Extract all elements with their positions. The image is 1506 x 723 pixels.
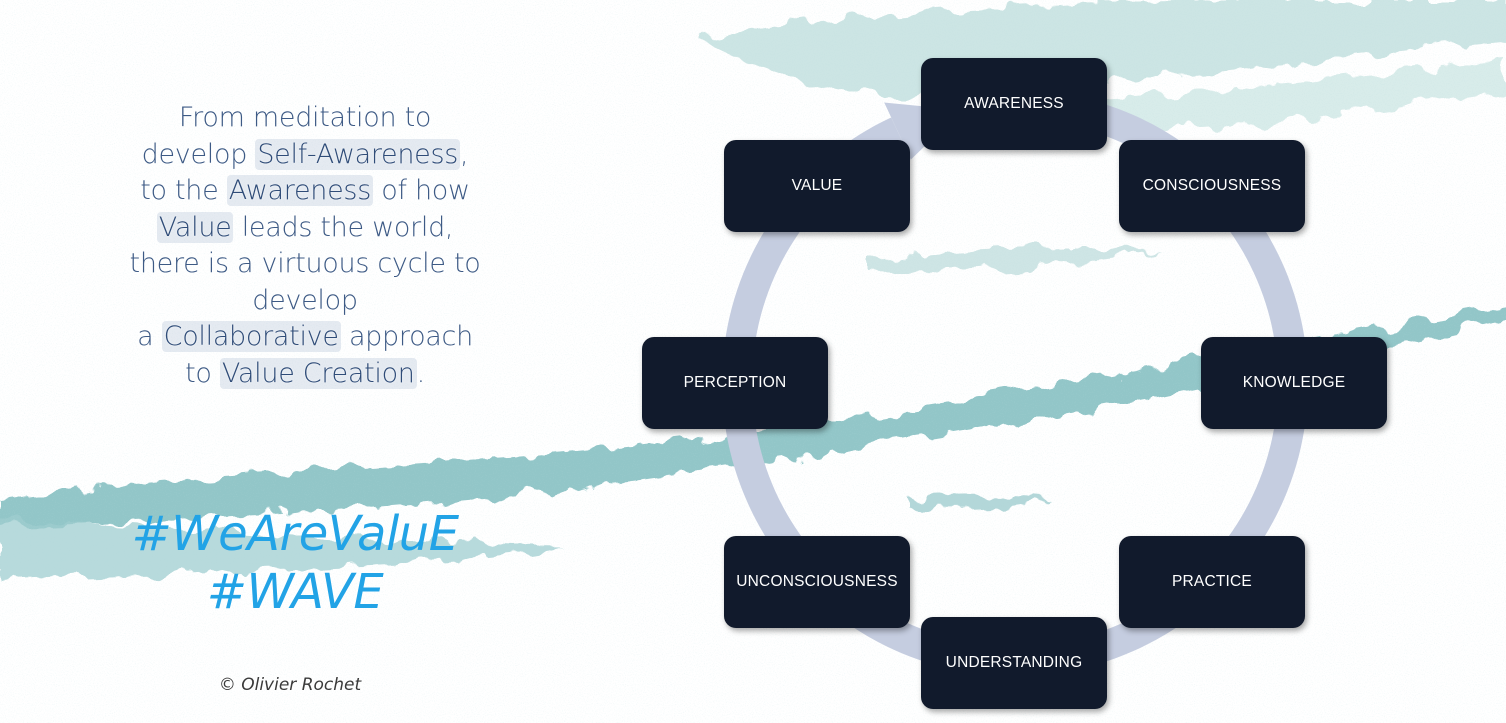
- intro-paragraph: From meditation to develop Self-Awarenes…: [95, 100, 515, 392]
- intro-line-5: there is a virtuous cycle to: [129, 248, 481, 279]
- highlight-value-creation: Value Creation: [219, 357, 417, 389]
- cycle-node-value: VALUE: [724, 140, 910, 232]
- cycle-node-awareness: AWARENESS: [921, 58, 1107, 150]
- intro-line-6: develop: [252, 284, 358, 316]
- hashtag-wave: #WAVE: [206, 564, 384, 620]
- cycle-node-understanding: UNDERSTANDING: [921, 617, 1107, 709]
- cycle-node-label: UNDERSTANDING: [945, 654, 1083, 671]
- cycle-node-consciousness: CONSCIOUSNESS: [1119, 140, 1305, 232]
- hashtag-wearevalue: #WeAreValuE: [131, 506, 459, 562]
- cycle-node-label: PERCEPTION: [683, 374, 787, 391]
- highlight-self-awareness: Self-Awareness: [255, 138, 461, 170]
- cycle-node-perception: PERCEPTION: [642, 337, 828, 429]
- copyright: © Olivier Rochet: [218, 675, 362, 695]
- intro-line-8: to Value Creation.: [185, 357, 425, 389]
- cycle-node-label: UNCONSCIOUSNESS: [736, 573, 898, 590]
- cycle-node-label: PRACTICE: [1172, 573, 1252, 590]
- cycle-node-unconsciousness: UNCONSCIOUSNESS: [724, 536, 910, 628]
- intro-line-7: a Collaborative approach: [137, 321, 473, 352]
- cycle-node-label: CONSCIOUSNESS: [1142, 177, 1282, 194]
- cycle-node-label: KNOWLEDGE: [1242, 374, 1346, 391]
- cycle-node-label: VALUE: [791, 177, 843, 194]
- intro-line-4: Value leads the world,: [156, 211, 454, 243]
- highlight-collaborative: Collaborative: [161, 321, 341, 352]
- cycle-node-label: AWARENESS: [964, 95, 1064, 112]
- hashtags: #WeAreValuE #WAVE: [95, 505, 495, 621]
- intro-line-1: From meditation to: [178, 102, 432, 133]
- intro-line-2: develop Self-Awareness,: [141, 138, 469, 170]
- cycle-node-knowledge: KNOWLEDGE: [1201, 337, 1387, 429]
- cycle-node-practice: PRACTICE: [1119, 536, 1305, 628]
- intro-line-3: to the Awareness of how: [140, 175, 470, 206]
- highlight-value: Value: [156, 211, 234, 243]
- highlight-awareness: Awareness: [226, 175, 373, 206]
